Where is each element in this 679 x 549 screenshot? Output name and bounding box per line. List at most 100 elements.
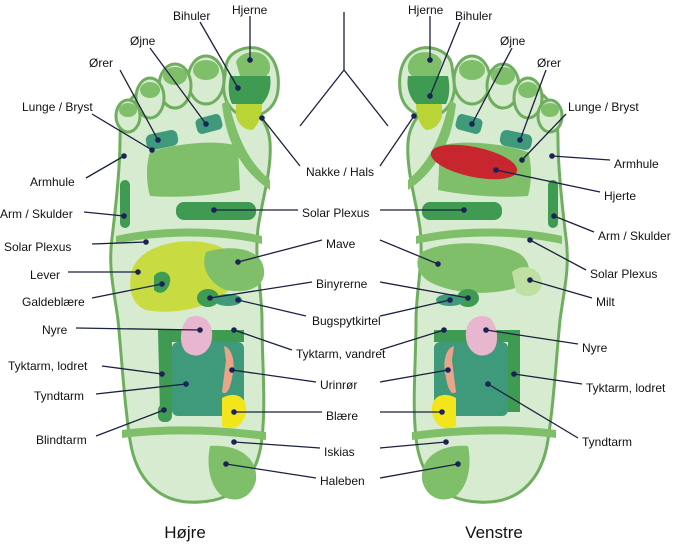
orer-r-marker-dot [155,137,161,143]
label-solar-r: Solar Plexus [4,240,71,254]
label-bugspyt: Bugspytkirtel [312,314,381,328]
label-armhule-l: Armhule [614,157,659,171]
label-ojne-l: Øjne [500,34,526,48]
label-solar-l: Solar Plexus [590,267,657,281]
label-blaere: Blære [326,409,358,423]
orer-l-leader-line [519,69,547,141]
arm-l-marker-dot [551,213,557,219]
right-diaphragm-line [116,228,262,244]
center-divider [299,12,389,127]
left-colon-zone [434,330,520,412]
right-colon-zone [158,330,244,412]
label-urinror: Urinrør [320,378,357,392]
armhule-l-marker-dot [549,153,555,159]
left-foot [398,46,569,504]
right-heel-zone [208,445,257,500]
right-ureter-zone [222,346,234,394]
label-orer-l: Ører [537,56,561,70]
hjerne-r-marker-dot [247,57,253,63]
label-nyre-r: Nyre [42,323,68,337]
right-toe-4-tip [140,82,160,98]
nyre-r-leader-line [75,327,201,331]
haleben-marker-dot [223,461,229,467]
solar-r-marker-dot [143,239,149,245]
shared-9-leader-line [379,463,459,479]
shared-3-marker-dot [465,295,471,301]
label-lunge-r: Lunge / Bryst [22,100,93,114]
label-haleben: Haleben [320,474,365,488]
caption-left-foot: Venstre [465,523,523,542]
arm-l-leader-line [553,215,595,233]
armhule-r-leader-line [85,155,125,179]
orer-l-marker-dot [517,137,523,143]
label-bihuler-r: Bihuler [173,9,210,23]
label-galde: Galdeblære [22,295,85,309]
label-solar-c: Solar Plexus [302,206,369,220]
solar-r-leader-line [91,241,147,245]
shared-4-marker-dot [447,297,453,303]
binyrerne-leader-line [209,281,313,299]
haleben-leader-line [225,463,317,479]
caption-right-foot: Højre [164,523,206,542]
nakke-marker-dot [259,115,265,121]
label-tyktarm-lodret-r: Tyktarm, lodret [8,359,88,373]
label-lunge-l: Lunge / Bryst [568,100,639,114]
bugspyt-marker-dot [235,297,241,303]
mave-leader-line [237,239,323,263]
bihuler-l-marker-dot [427,93,433,99]
label-tyndtarm-r: Tyndtarm [34,389,84,403]
bihuler-r-leader-line [199,21,239,89]
armhule-r-marker-dot [121,153,127,159]
lunge-l-leader-line [521,113,567,161]
lunge-r-leader-line [91,113,153,151]
binyrerne-marker-dot [207,295,213,301]
hjerne-l-marker-dot [427,57,433,63]
label-nakke: Nakke / Hals [306,165,374,179]
label-hjerne-l: Hjerne [408,3,444,17]
left-toe-5-tip [541,103,559,117]
label-armhule-r: Armhule [30,175,75,189]
right-arm-zone [120,180,130,228]
right-pancreas-zone [214,294,242,306]
solar-l-marker-dot [527,237,533,243]
solar-l-leader-line [529,239,587,271]
right-neck-band [222,100,270,190]
left-stomach-zone [417,243,530,293]
tyndtarm-r-leader-line [95,383,187,395]
left-head-zone [407,76,450,104]
right-toe-2-tip [193,60,219,80]
shared-5-leader-line [379,329,445,351]
right-lung-zone [147,142,240,197]
right-toe-5-tip [119,103,137,117]
blindtarm-marker-dot [161,407,167,413]
shared-7-marker-dot [439,409,445,415]
tyktarm-vandret-leader-line [233,329,293,351]
milt-marker-dot [527,277,533,283]
label-lever: Lever [30,268,60,282]
left-heel-zone [421,445,470,500]
label-tyktarm-vandret: Tyktarm, vandret [296,347,386,361]
arm-r-marker-dot [121,213,127,219]
right-sciatic-line [122,426,266,440]
label-tyktarm-lodret-l: Tyktarm, lodret [586,381,666,395]
tyktarm-lodret-r-leader-line [101,365,163,375]
label-hjerne-r: Hjerne [232,3,268,17]
tyktarm-lodret-l-leader-line [513,373,583,385]
shared-0-leader-line [379,115,415,167]
iskias-leader-line [233,441,321,449]
shared-0-marker-dot [411,113,417,119]
shared-6-marker-dot [445,367,451,373]
orer-r-leader-line [119,69,159,141]
left-toe-3-tip [491,67,515,85]
bihuler-r-marker-dot [235,85,241,91]
bihuler-l-leader-line [429,21,461,97]
label-blindtarm: Blindtarm [36,433,87,447]
hjerte-leader-line [495,169,601,193]
tyktarm-lodret-l-marker-dot [511,371,517,377]
solar-c-marker-dot [211,207,217,213]
left-ears-zone [499,129,533,151]
leader-lines [68,16,611,479]
